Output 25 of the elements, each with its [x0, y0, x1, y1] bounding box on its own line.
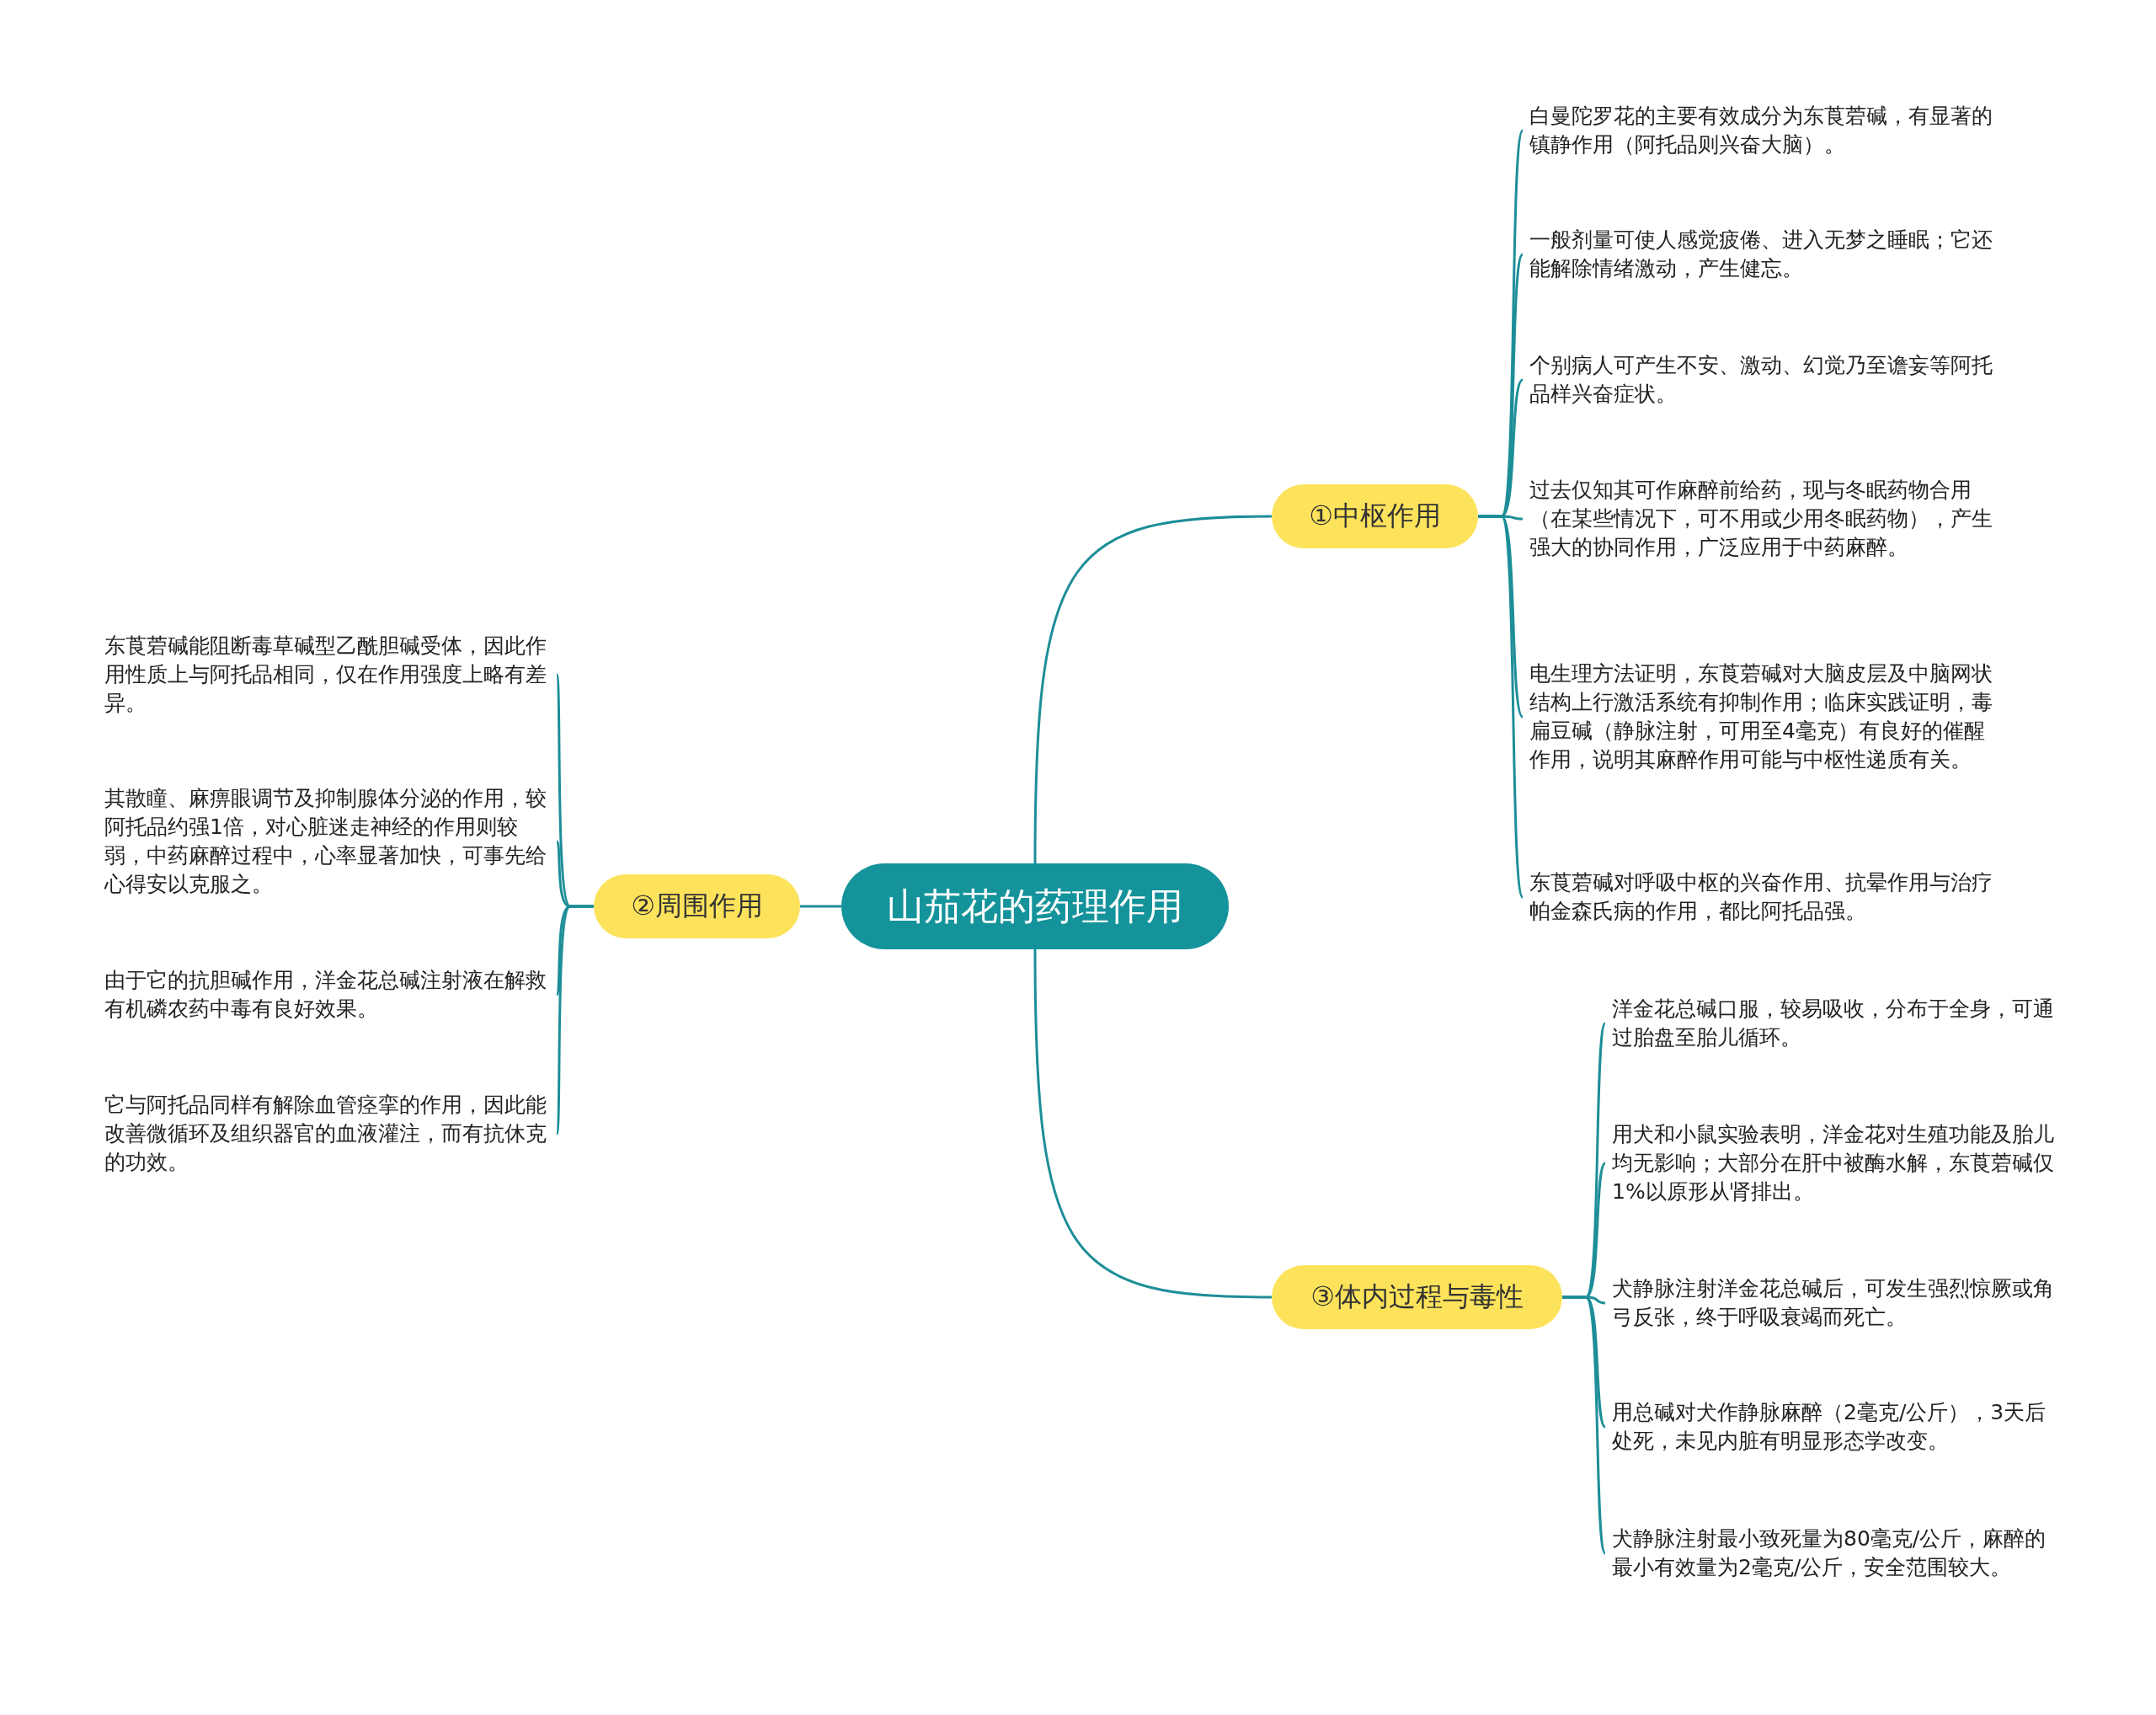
topic-text: 它与阿托品同样有解除血管痉挛的作用，因此能改善微循环及组织器官的血液灌注，而有抗休克的功效。: [98, 1091, 557, 1177]
topic-text: 个别病人可产生不安、激动、幻觉乃至谵妄等阿托品样兴奋症状。: [1523, 351, 1994, 409]
branch-topic: ②周围作用: [594, 874, 800, 938]
topic-text: 东莨菪碱对呼吸中枢的兴奋作用、抗晕作用与治疗帕金森氏病的作用，都比阿托品强。: [1523, 868, 1994, 926]
topic-text: 用犬和小鼠实验表明，洋金花对生殖功能及胎儿均无影响；大部分在肝中被酶水解，东莨菪碱仅1%以原形从肾排出。: [1605, 1120, 2064, 1206]
topic-text: 由于它的抗胆碱作用，洋金花总碱注射液在解救有机磷农药中毒有良好效果。: [98, 966, 557, 1023]
topic-text: 电生理方法证明，东莨菪碱对大脑皮层及中脑网状结构上行激活系统有抑制作用；临床实践证明，毒扁豆碱（静脉注射，可用至4毫克）有良好的催醒作用，说明其麻醉作用可能与中枢性递质有关。: [1523, 660, 1994, 774]
central-topic: 山茄花的药理作用: [841, 863, 1229, 949]
connector: [800, 905, 841, 908]
topic-text: 犬静脉注射最小致死量为80毫克/公斤，麻醉的最小有效量为2毫克/公斤，安全范围较大。: [1605, 1525, 2064, 1582]
topic-text: 洋金花总碱口服，较易吸收，分布于全身，可通过胎盘至胎儿循环。: [1605, 995, 2064, 1052]
topic-text: 犬静脉注射洋金花总碱后，可发生强烈惊厥或角弓反张，终于呼吸衰竭而死亡。: [1605, 1274, 2064, 1332]
topic-text: 白曼陀罗花的主要有效成分为东莨菪碱，有显著的镇静作用（阿托品则兴奋大脑）。: [1523, 102, 1994, 159]
topic-text: 过去仅知其可作麻醉前给药，现与冬眠药物合用（在某些情况下，可不用或少用冬眠药物），产生强大的协同作用，广泛应用于中药麻醉。: [1523, 476, 1994, 562]
connector: [1033, 949, 1273, 1299]
branch-topic: ①中枢作用: [1272, 484, 1478, 548]
topic-text: 其散瞳、麻痹眼调节及抑制腺体分泌的作用，较阿托品约强1倍，对心脏迷走神经的作用则较弱，中药麻醉过程中，心率显著加快，可事先给心得安以克服之。: [98, 784, 557, 899]
connector: [1562, 1296, 1607, 1554]
connector: [555, 905, 594, 1135]
branch-topic: ③体内过程与毒性: [1272, 1265, 1562, 1329]
topic-text: 东莨菪碱能阻断毒草碱型乙酰胆碱受体，因此作用性质上与阿托品相同，仅在作用强度上略有差异。: [98, 632, 557, 718]
connector: [1033, 515, 1273, 863]
topic-text: 用总碱对犬作静脉麻醉（2毫克/公斤），3天后处死，未见内脏有明显形态学改变。: [1605, 1398, 2064, 1456]
connector: [1478, 515, 1524, 898]
topic-text: 一般剂量可使人感觉疲倦、进入无梦之睡眠；它还能解除情绪激动，产生健忘。: [1523, 226, 1994, 283]
